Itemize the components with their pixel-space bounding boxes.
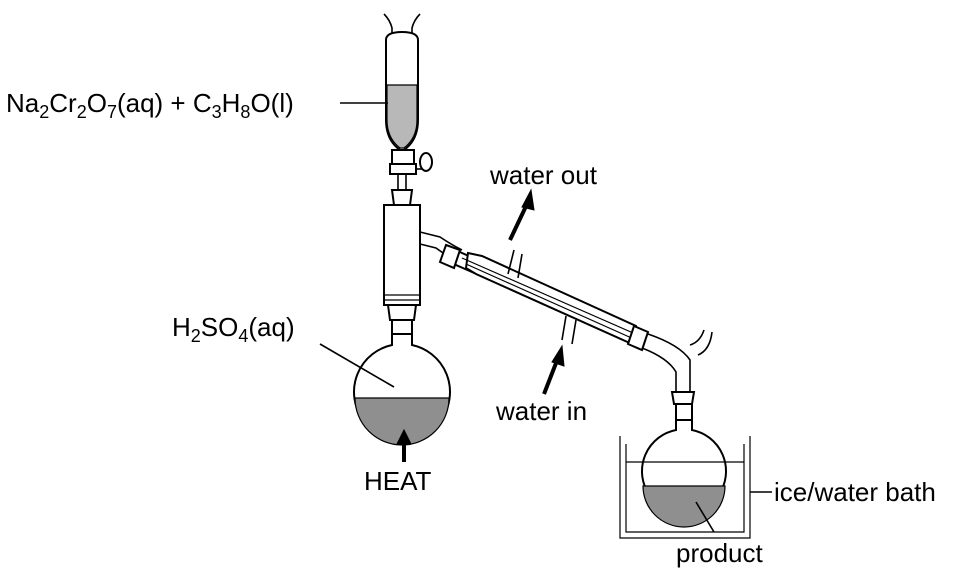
condenser (438, 243, 650, 352)
acid-formula-part: SO (201, 312, 239, 342)
reagent-formula-part: H (222, 88, 241, 118)
reagent-formula-part: 2 (39, 102, 49, 122)
reagent-formula-part: Cr (49, 88, 77, 118)
still-head (383, 204, 463, 306)
dropping-funnel (383, 13, 433, 206)
heat-label: HEAT (364, 466, 432, 496)
acid-formula-part: H (172, 312, 191, 342)
receiver-adapter (641, 329, 713, 405)
ice-water-bath (619, 436, 751, 539)
water-out-arrow (508, 188, 535, 241)
reagent-formula-part: (aq) + C (117, 88, 212, 118)
product-label: product (676, 538, 763, 568)
acid-formula-part: 4 (238, 326, 248, 346)
funnel-liquid (386, 84, 418, 149)
acid-leader-line (319, 343, 395, 388)
reagent-formula-part: 2 (77, 102, 87, 122)
reagent-formula-part: O(l) (250, 88, 293, 118)
reagent-formula-part: Na (6, 88, 40, 118)
reagent-formula-part: 8 (240, 102, 250, 122)
reagent-formula-part: O (87, 88, 107, 118)
reagent-formula-part: 3 (212, 102, 222, 122)
bath-label: ice/water bath (774, 477, 936, 507)
receiving-flask (641, 403, 727, 528)
stopcock-handle (419, 152, 433, 172)
water-out-nozzle (507, 249, 523, 279)
product-liquid (642, 485, 726, 528)
water-in-label: water in (495, 396, 587, 426)
acid-formula-part: 2 (191, 326, 201, 346)
heat-arrow (396, 428, 412, 462)
acid-formula-part: (aq) (248, 312, 294, 342)
water-in-arrow (542, 344, 565, 395)
reaction-flask (353, 304, 451, 446)
product-leader-line (695, 501, 715, 533)
water-in-nozzle (561, 315, 577, 345)
reagent-label: Na2Cr2O7(aq) + C3H8O(l) (6, 88, 294, 122)
reagent-formula-part: 7 (107, 102, 117, 122)
stopcock (389, 163, 417, 175)
acid-label: H2SO4(aq) (172, 312, 295, 346)
water-out-label: water out (489, 160, 598, 190)
